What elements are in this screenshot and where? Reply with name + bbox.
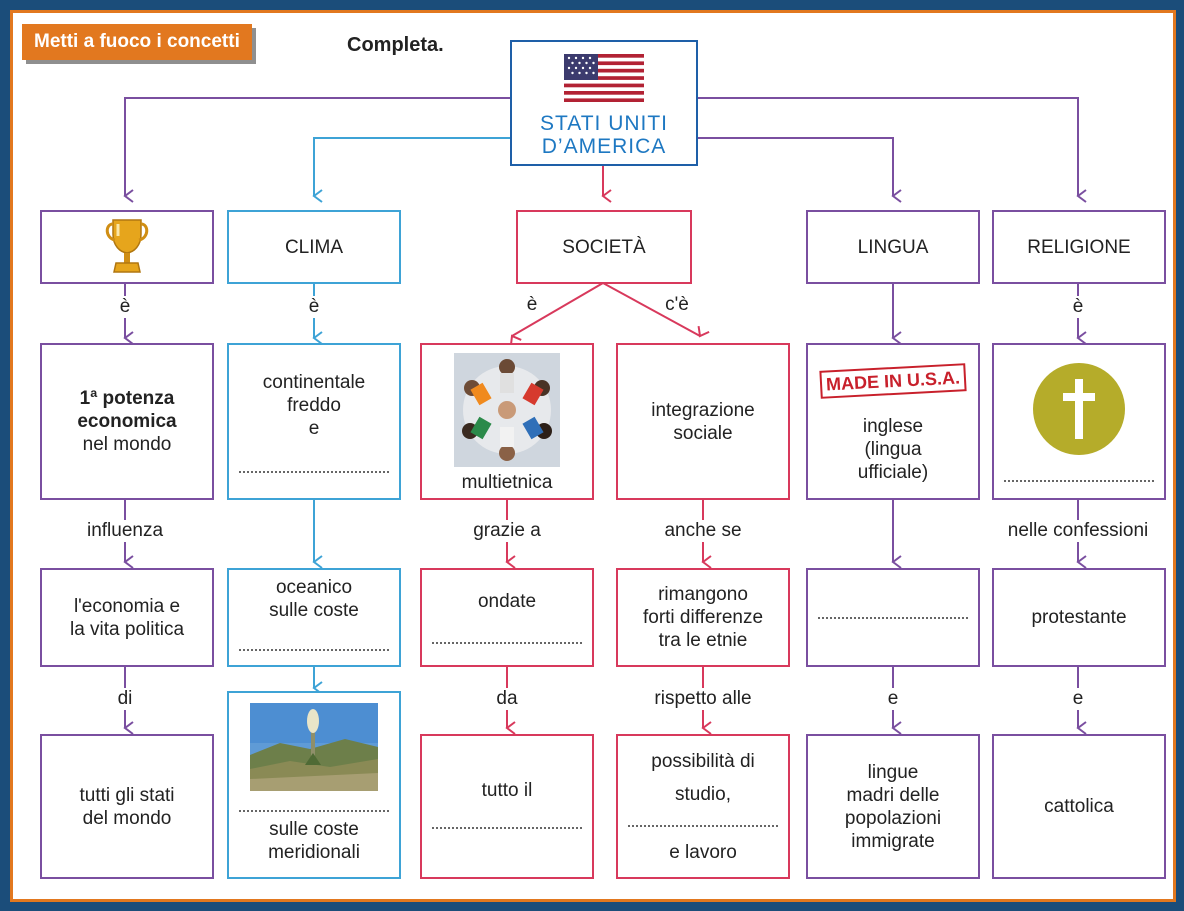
clima-box2-line2: sulle coste bbox=[269, 600, 359, 621]
economia-box1: 1ª potenza economica nel mondo bbox=[40, 343, 214, 500]
religione-box2: protestante bbox=[992, 568, 1166, 667]
religione-link1: è bbox=[1072, 296, 1084, 318]
societa-left-link3: da bbox=[496, 688, 518, 710]
economia-box1-bold1: 1ª potenza bbox=[79, 388, 175, 409]
societa-header: SOCIETÀ bbox=[516, 210, 692, 284]
lingua-box1-line3: ufficiale) bbox=[857, 462, 929, 483]
societa-left-box1: multietnica bbox=[420, 343, 594, 500]
lingua-link3: e bbox=[887, 688, 899, 710]
religione-link3: e bbox=[1072, 688, 1084, 710]
clima-header-label: CLIMA bbox=[284, 236, 344, 258]
societa-right-box3-blank[interactable] bbox=[628, 824, 778, 827]
societa-right-link3: rispetto alle bbox=[654, 688, 752, 710]
economia-box1-bold2: economica bbox=[77, 411, 177, 432]
usa-flag-icon bbox=[564, 54, 644, 102]
lingua-box1-line2: (lingua bbox=[864, 439, 922, 460]
lingua-box3-line2: madri delle bbox=[846, 784, 940, 806]
desert-landscape-photo bbox=[250, 703, 378, 791]
societa-right-box2-line3: tra le etnie bbox=[658, 630, 748, 651]
societa-right-box2-line1: rimangono bbox=[658, 584, 748, 605]
religione-box1-blank[interactable] bbox=[1004, 479, 1154, 482]
root-line1: STATI UNITI bbox=[539, 112, 669, 135]
stamp-text: MADE IN U.S.A. bbox=[825, 367, 961, 395]
societa-right-link1: c'è bbox=[665, 294, 689, 316]
societa-header-label: SOCIETÀ bbox=[562, 236, 646, 258]
clima-box1-line1: continentale bbox=[262, 372, 366, 393]
clima-box3: sulle coste meridionali bbox=[227, 691, 401, 879]
clima-box3-line2: meridionali bbox=[268, 842, 360, 863]
religione-header: RELIGIONE bbox=[992, 210, 1166, 284]
lingua-box2 bbox=[806, 568, 980, 667]
economia-link3: di bbox=[117, 688, 133, 710]
economia-header bbox=[40, 210, 214, 284]
section-tag: Metti a fuoco i concetti bbox=[22, 24, 252, 60]
religione-box1 bbox=[992, 343, 1166, 500]
lingua-header: LINGUA bbox=[806, 210, 980, 284]
clima-box1-line2: freddo bbox=[287, 395, 341, 416]
lingua-box3-line1: lingue bbox=[867, 761, 919, 783]
religione-header-label: RELIGIONE bbox=[1027, 236, 1131, 258]
economia-box2-line1: l'economia e bbox=[73, 595, 181, 617]
societa-left-box3-blank[interactable] bbox=[432, 826, 582, 829]
religione-box2-text: protestante bbox=[1031, 607, 1127, 628]
economia-link1: è bbox=[119, 296, 131, 318]
people-circle-photo bbox=[454, 353, 560, 467]
root-node: STATI UNITI D’AMERICA bbox=[510, 40, 698, 166]
clima-box3-blank[interactable] bbox=[239, 809, 389, 812]
lingua-box1: MADE IN U.S.A. inglese (lingua ufficiale… bbox=[806, 343, 980, 500]
societa-right-box3-line3: e lavoro bbox=[669, 841, 737, 863]
societa-left-box3-text: tutto il bbox=[481, 779, 533, 801]
clima-link1: è bbox=[308, 296, 320, 318]
clima-box2-blank[interactable] bbox=[239, 648, 389, 651]
economia-box3-line1: tutti gli stati bbox=[79, 784, 175, 806]
societa-left-box1-text: multietnica bbox=[461, 472, 553, 493]
made-in-usa-stamp: MADE IN U.S.A. bbox=[819, 363, 967, 399]
societa-right-box1-line2: sociale bbox=[673, 422, 733, 444]
instruction: Completa. bbox=[347, 34, 444, 56]
societa-right-link2: anche se bbox=[664, 520, 742, 542]
lingua-box2-blank[interactable] bbox=[818, 616, 968, 619]
religione-link2: nelle confessioni bbox=[1007, 520, 1149, 542]
societa-right-box3-line1: possibilità di bbox=[651, 750, 755, 772]
economia-box3: tutti gli stati del mondo bbox=[40, 734, 214, 879]
societa-left-link2: grazie a bbox=[473, 520, 541, 542]
clima-box2: oceanico sulle coste bbox=[227, 568, 401, 667]
economia-box3-line2: del mondo bbox=[82, 807, 172, 829]
societa-left-link1: è bbox=[526, 294, 538, 316]
societa-left-box2-text: ondate bbox=[477, 591, 537, 612]
lingua-header-label: LINGUA bbox=[857, 236, 929, 258]
societa-right-box2: rimangono forti differenze tra le etnie bbox=[616, 568, 790, 667]
societa-left-box3: tutto il bbox=[420, 734, 594, 879]
lingua-box1-line1: inglese bbox=[862, 416, 924, 437]
societa-right-box3-line2: studio, bbox=[675, 783, 731, 805]
clima-header: CLIMA bbox=[227, 210, 401, 284]
clima-box1-line3: e bbox=[308, 418, 320, 439]
economia-link2: influenza bbox=[86, 520, 164, 542]
religione-box3: cattolica bbox=[992, 734, 1166, 879]
cross-icon bbox=[1033, 363, 1125, 455]
root-line2: D’AMERICA bbox=[541, 135, 667, 158]
societa-right-box3: possibilità di studio, e lavoro bbox=[616, 734, 790, 879]
economia-box1-line3: nel mondo bbox=[82, 434, 172, 455]
lingua-box3-line3: popolazioni bbox=[844, 807, 942, 829]
clima-box1-blank[interactable] bbox=[239, 470, 389, 473]
societa-right-box2-line2: forti differenze bbox=[642, 607, 764, 628]
clima-box3-line1: sulle coste bbox=[269, 819, 359, 840]
lingua-box3: lingue madri delle popolazioni immigrate bbox=[806, 734, 980, 879]
trophy-icon bbox=[105, 219, 149, 273]
religione-box3-text: cattolica bbox=[1044, 796, 1114, 817]
clima-box2-line1: oceanico bbox=[275, 577, 353, 598]
societa-left-box2-blank[interactable] bbox=[432, 641, 582, 644]
economia-box2: l'economia e la vita politica bbox=[40, 568, 214, 667]
clima-box1: continentale freddo e bbox=[227, 343, 401, 500]
societa-right-box1-line1: integrazione bbox=[651, 399, 755, 421]
societa-left-box2: ondate bbox=[420, 568, 594, 667]
societa-right-box1: integrazione sociale bbox=[616, 343, 790, 500]
economia-box2-line2: la vita politica bbox=[69, 618, 185, 640]
lingua-box3-line4: immigrate bbox=[851, 830, 935, 852]
